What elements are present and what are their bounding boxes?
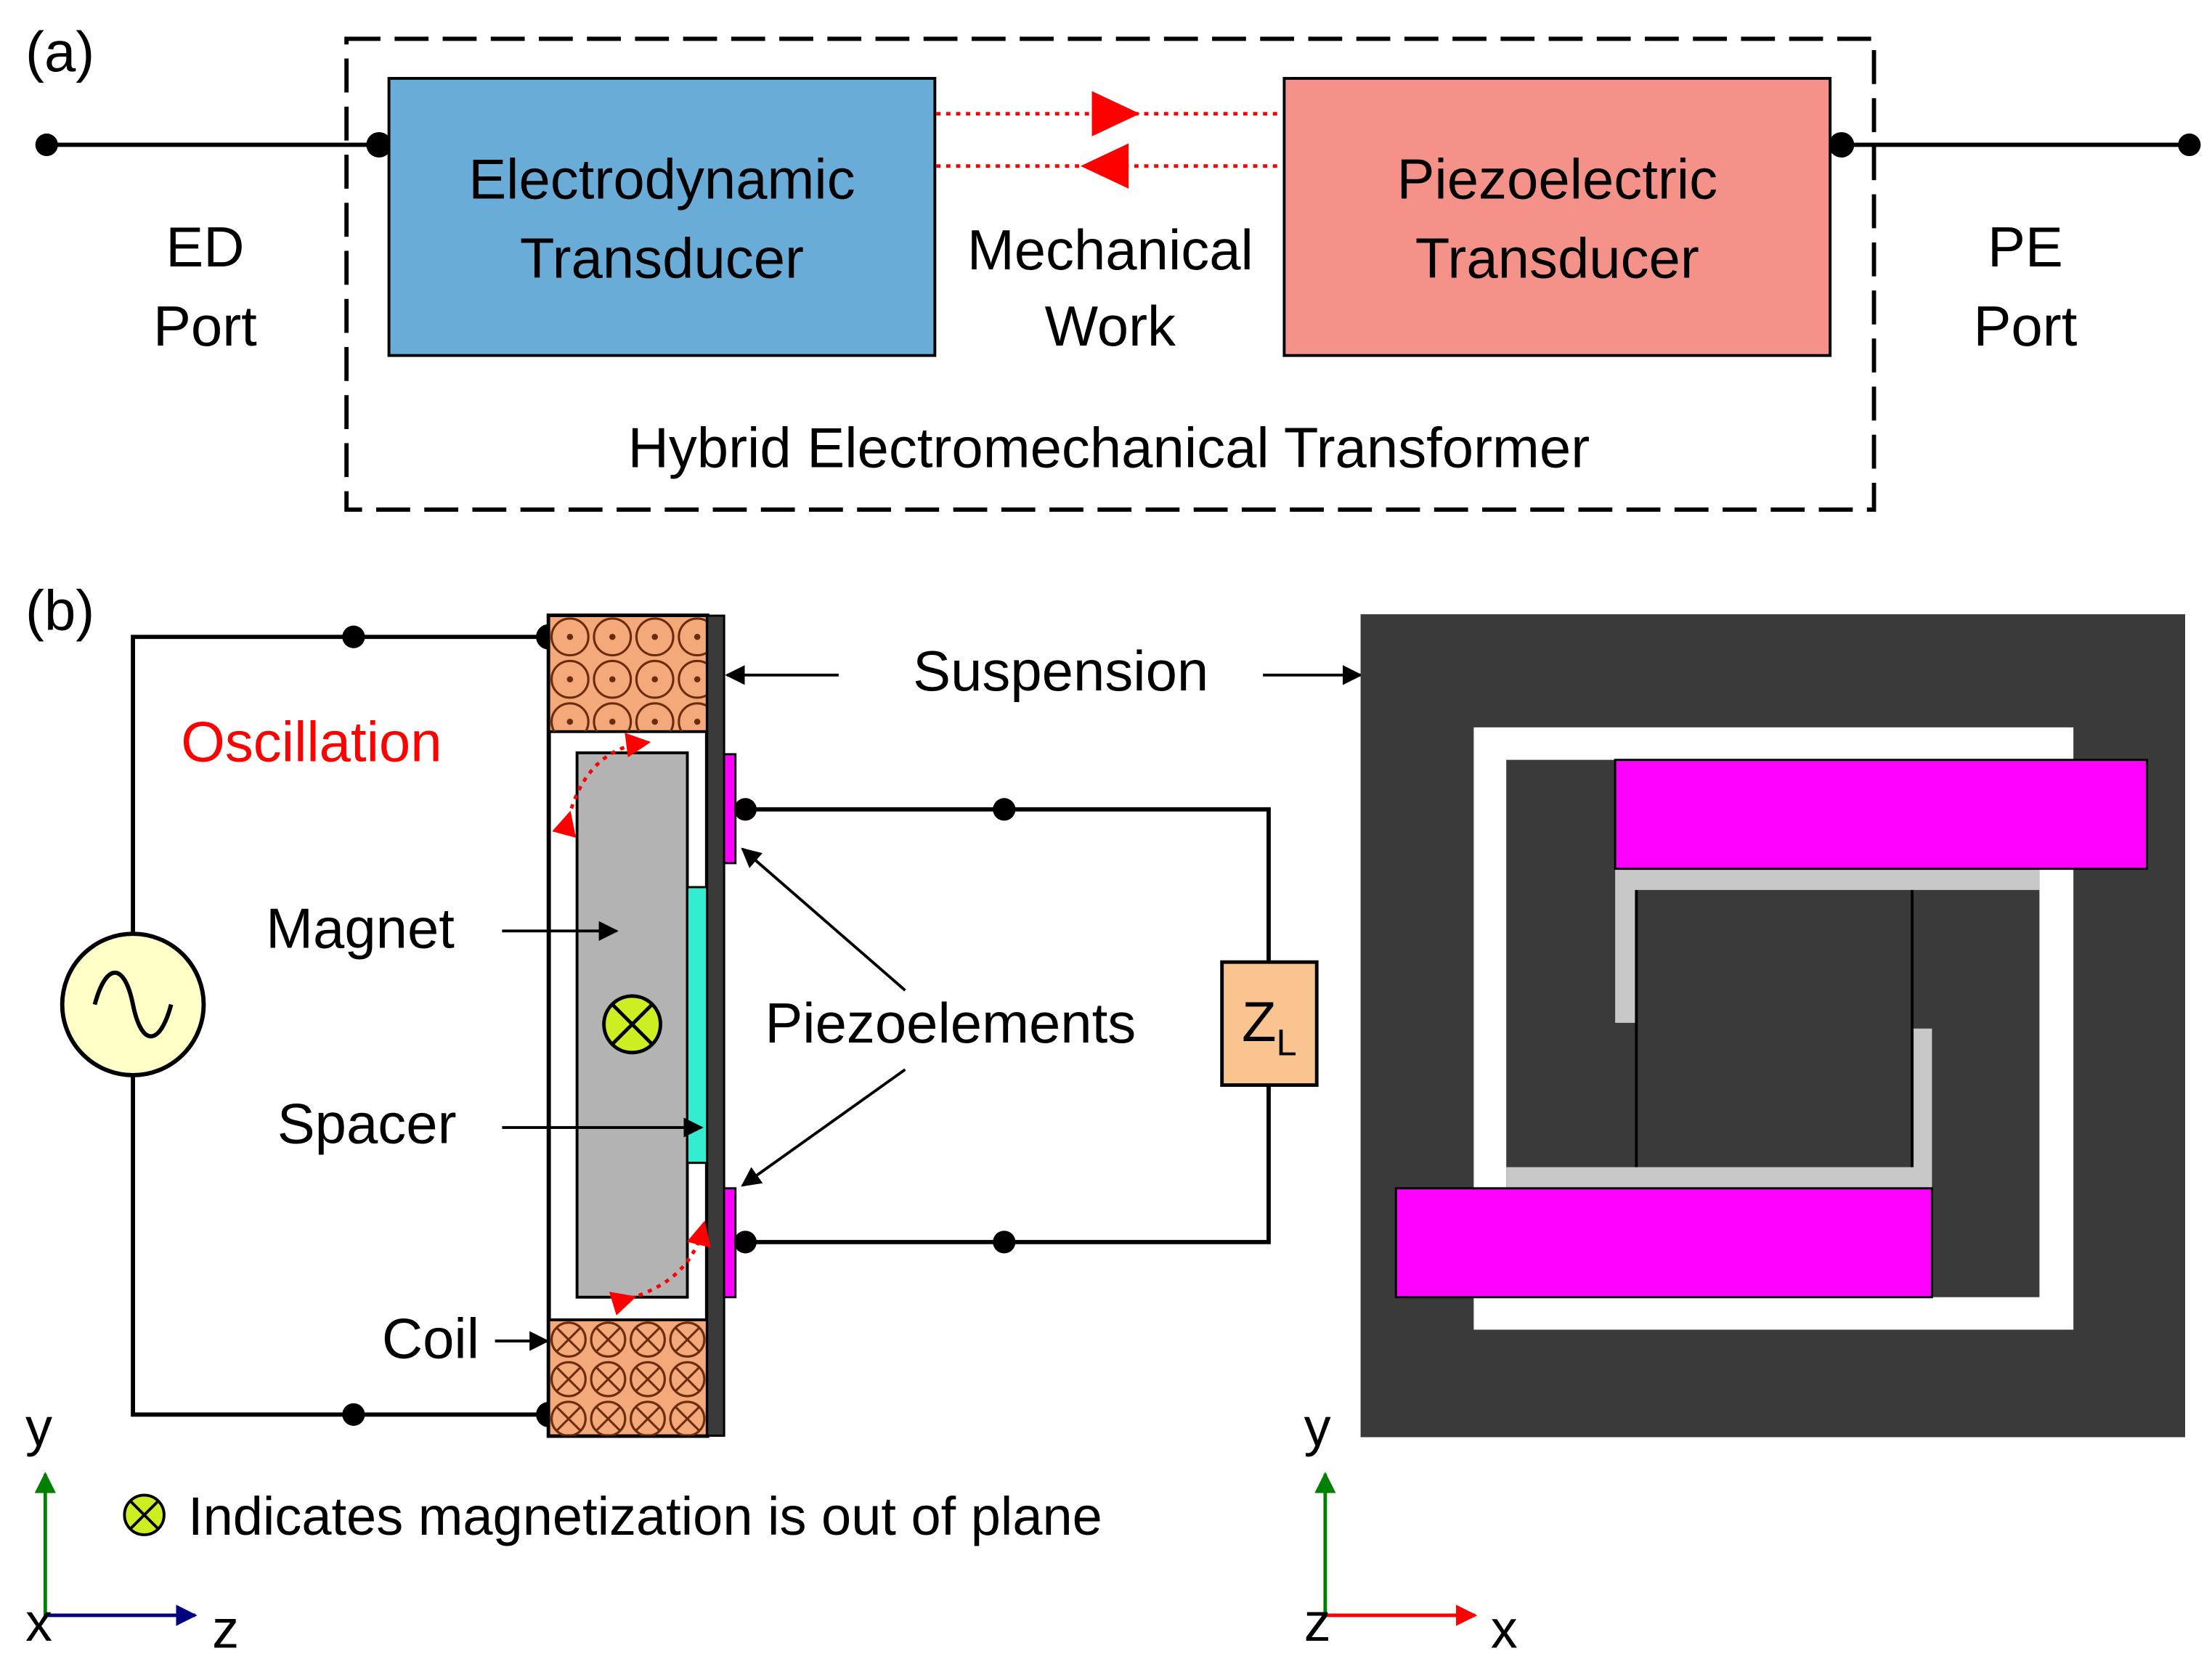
ed-port-label-2: Port <box>153 294 257 358</box>
oscillation-arrow-bottom <box>609 1220 711 1316</box>
axis-right-y-label: y <box>1304 1397 1331 1457</box>
panel-a-label: (a) <box>25 20 94 83</box>
pe-port-label-1: PE <box>1988 215 2063 279</box>
panel-b: (b) Oscillation Magnet Spacer C <box>25 578 2185 1660</box>
suspension-light-arm-bottom <box>1506 1028 1932 1188</box>
piezo-top-terminal <box>733 798 757 821</box>
panel-b-label: (b) <box>25 578 94 642</box>
piezo-pointer-top <box>741 847 906 992</box>
legend-text: Indicates magnetization is out of plane <box>188 1486 1102 1546</box>
axis-right-x-label: x <box>1491 1599 1518 1660</box>
piezoelectric-transducer-box <box>1282 76 1832 357</box>
pe-port-terminal <box>2178 133 2201 157</box>
piezoelement-bottom <box>723 1187 737 1299</box>
mechanical-arrow-right-head <box>1091 91 1140 136</box>
piezo-bottom-terminal <box>733 1231 757 1254</box>
panel-a: (a) Electrodynamic Transducer Piezoelect… <box>25 20 2201 512</box>
coil-label: Coil <box>382 1306 479 1370</box>
axis-right-origin-label: z <box>1304 1592 1331 1652</box>
spacer-label: Spacer <box>277 1091 457 1155</box>
suspension-side <box>706 614 725 1437</box>
axis-left-origin-label: x <box>25 1592 52 1652</box>
piezo-pointer-bottom <box>741 1068 906 1187</box>
mechanical-arrow-left-head <box>1080 143 1129 189</box>
load-z: Z <box>1242 990 1277 1053</box>
load-wire-bottom <box>745 1085 1271 1244</box>
suspension-label: Suspension <box>913 639 1208 703</box>
load-bottom-node <box>993 1231 1016 1254</box>
ed-port-node <box>366 131 392 158</box>
piezoelement-top <box>723 753 737 865</box>
mechanical-work-label-1: Mechanical <box>967 218 1253 282</box>
pe-port-label-2: Port <box>1973 294 2077 358</box>
ed-port-terminal <box>35 133 58 157</box>
source-wire-bottom <box>131 1074 549 1417</box>
piezoelectric-label-2: Transducer <box>1415 227 1699 290</box>
pe-port-node <box>1829 131 1855 158</box>
piezoelement-plan-top <box>1614 759 2148 870</box>
piezoelectric-label-1: Piezoelectric <box>1396 147 1717 211</box>
legend-icon-x2 <box>129 1499 160 1530</box>
axis-left-y-label: y <box>25 1397 52 1457</box>
source-bottom-node <box>342 1403 365 1426</box>
coil-bottom-windings <box>548 1319 707 1436</box>
source-top-node <box>342 625 365 648</box>
load-impedance-box <box>1220 960 1319 1088</box>
magnetization-symbol-x2 <box>611 1003 654 1045</box>
source-wire-top <box>131 635 549 934</box>
coil-top-windings <box>548 616 707 732</box>
transformer-title: Hybrid Electromechanical Transformer <box>628 416 1590 480</box>
mechanical-work-label-2: Work <box>1045 294 1176 358</box>
load-subscript: L <box>1277 1022 1297 1064</box>
electrodynamic-label-1: Electrodynamic <box>468 147 855 211</box>
spacer <box>686 886 709 1165</box>
axis-left-z-label: z <box>212 1599 239 1660</box>
transformer-dashed-frame <box>344 36 1876 512</box>
load-impedance-label: ZL <box>1242 990 1297 1063</box>
ed-port-label-1: ED <box>166 215 244 279</box>
electrodynamic-transducer-box <box>387 76 937 357</box>
electrodynamic-label-2: Transducer <box>520 227 804 290</box>
suspension-light-arm-top <box>1615 868 2040 1023</box>
sine-wave-icon <box>92 971 174 1039</box>
magnet-label: Magnet <box>266 897 455 961</box>
oscillation-label: Oscillation <box>181 710 442 774</box>
piezoelements-label: Piezoelements <box>765 991 1136 1055</box>
piezoelement-plan-bottom <box>1394 1187 1933 1299</box>
oscillation-arrow-top <box>552 733 651 839</box>
load-top-node <box>993 798 1016 821</box>
load-wire-top <box>745 807 1271 963</box>
